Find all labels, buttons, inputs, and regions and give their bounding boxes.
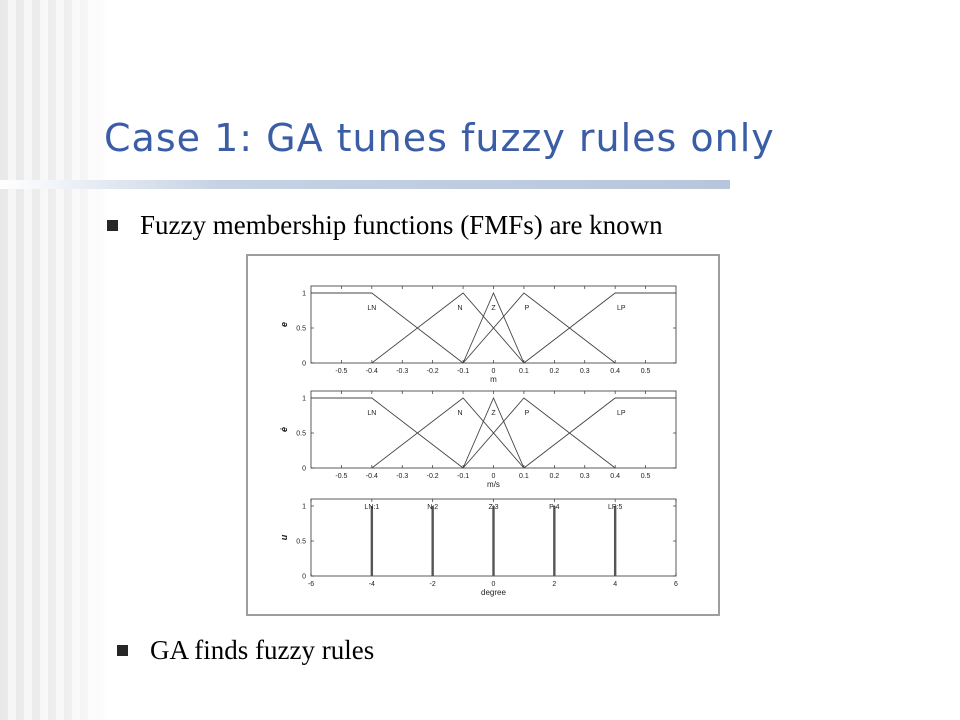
title-underline-bar	[0, 180, 730, 189]
plot2-series-label: LN	[367, 410, 376, 417]
figure-frame: -0.5 -0.4 -0.3 -0.2 -0.1 0 0.1 0.2 0.3 0.4 0.5 0 0.5…	[246, 254, 720, 616]
square-bullet-icon	[107, 220, 118, 231]
plot1-x-tick-label: -0.1	[457, 368, 469, 375]
plot1-series-p	[462, 292, 616, 364]
plot1-x-tick-label: 0.2	[549, 368, 559, 375]
plot3-spike-label: LN:1	[364, 504, 379, 511]
plot1-series-label: LP	[617, 305, 626, 312]
plot2-x-tick-label: -0.1	[457, 473, 469, 480]
plot1-series-ln	[311, 292, 464, 364]
plot2-x-tick-label: 0.5	[641, 473, 651, 480]
plot1-x-tick-label: -0.2	[427, 368, 439, 375]
plot1-x-tick-label: 0.4	[610, 368, 620, 375]
square-bullet-icon	[117, 645, 128, 656]
plot2-x-tick-label: -0.5	[335, 473, 347, 480]
plot3-x-tick-label: 6	[674, 581, 678, 588]
plot1-x-tick-label: -0.4	[366, 368, 378, 375]
plot2-y-tick-label: 0	[302, 466, 306, 473]
plot2-x-axis-label: m/s	[487, 480, 500, 489]
plot3-y-tick-label: 0	[302, 574, 306, 581]
plot3-y-axis-label: u	[279, 534, 289, 540]
plot2-y-tick-label: 1	[302, 396, 306, 403]
bullet-ga-finds-rules: GA finds fuzzy rules	[117, 635, 374, 666]
plot3-x-tick-label: 2	[552, 581, 556, 588]
plot2-x-tick-label: 0.3	[580, 473, 590, 480]
plot2-series-label: LP	[617, 410, 626, 417]
plot2-x-tick-label: 0	[492, 473, 496, 480]
plot2-series-p	[462, 397, 616, 469]
plot1-series-label: LN	[367, 305, 376, 312]
plot3-x-tick-label: 4	[613, 581, 617, 588]
plot2-series-lp	[523, 397, 676, 469]
plot3-spike-label: LP:5	[608, 504, 623, 511]
plot2-series-n	[371, 397, 525, 469]
plot1-series-label: P	[525, 305, 530, 312]
plot3-y-tick-label: 0.5	[296, 539, 306, 546]
plot1-y-tick-label: 0	[302, 361, 306, 368]
plot2-axes-box	[310, 390, 677, 469]
slide-stripe-fade	[0, 0, 110, 720]
bullet-text: GA finds fuzzy rules	[150, 635, 375, 665]
plot1-axes-box	[310, 285, 677, 364]
plot1-y-axis-label: e	[279, 322, 289, 327]
bullet-text: Fuzzy membership functions (FMFs) are kn…	[140, 210, 663, 240]
plot2-x-tick-label: 0.1	[519, 473, 529, 480]
plot1-x-tick-label: -0.5	[335, 368, 347, 375]
plot1-x-axis-label: m	[490, 375, 497, 384]
plot2-series-z	[462, 396, 525, 469]
plot1-series-n	[371, 292, 525, 364]
plot1-series-z	[462, 291, 525, 364]
plot3-spike-label: Z:3	[488, 504, 498, 511]
plot3-spike-label: P:4	[549, 504, 560, 511]
plot2-x-tick-label: -0.2	[427, 473, 439, 480]
plot1-x-tick-label: 0.1	[519, 368, 529, 375]
plot3-x-tick-label: -4	[369, 581, 375, 588]
plot3-x-tick-label: 0	[492, 581, 496, 588]
plot1-series-lp	[523, 292, 676, 364]
plot3-y-tick-label: 1	[302, 504, 306, 511]
plot3-x-tick-label: -2	[430, 581, 436, 588]
plot2-series-ln	[311, 397, 464, 469]
plot2-series-label: Z	[491, 410, 496, 417]
plot1-y-tick-label: 1	[302, 291, 306, 298]
plot1-x-tick-label: -0.3	[396, 368, 408, 375]
membership-function-figure: -0.5 -0.4 -0.3 -0.2 -0.1 0 0.1 0.2 0.3 0.4 0.5 0 0.5…	[279, 285, 678, 597]
plot2-x-tick-label: -0.4	[366, 473, 378, 480]
plot2-x-tick-label: 0.2	[549, 473, 559, 480]
bullet-fmfs-known: Fuzzy membership functions (FMFs) are kn…	[107, 210, 663, 241]
plot2-y-tick-label: 0.5	[296, 431, 306, 438]
plot2-y-axis-label: ė	[279, 427, 289, 432]
plot2-series-label: P	[525, 410, 530, 417]
plot3-x-tick-label: -6	[308, 581, 314, 588]
plot1-x-tick-label: 0	[492, 368, 496, 375]
plot1-x-tick-label: 0.5	[641, 368, 651, 375]
plot1-series-label: Z	[491, 305, 496, 312]
plot1-y-tick-label: 0.5	[296, 326, 306, 333]
plot2-x-tick-label: 0.4	[610, 473, 620, 480]
plot1-series-label: N	[458, 305, 463, 312]
plot1-x-tick-label: 0.3	[580, 368, 590, 375]
slide-title: Case 1: GA tunes fuzzy rules only	[104, 116, 775, 160]
plot2-x-tick-label: -0.3	[396, 473, 408, 480]
plot2-series-label: N	[458, 410, 463, 417]
plot3-spike-label: N:2	[427, 504, 438, 511]
plot3-x-axis-label: degree	[481, 588, 506, 597]
